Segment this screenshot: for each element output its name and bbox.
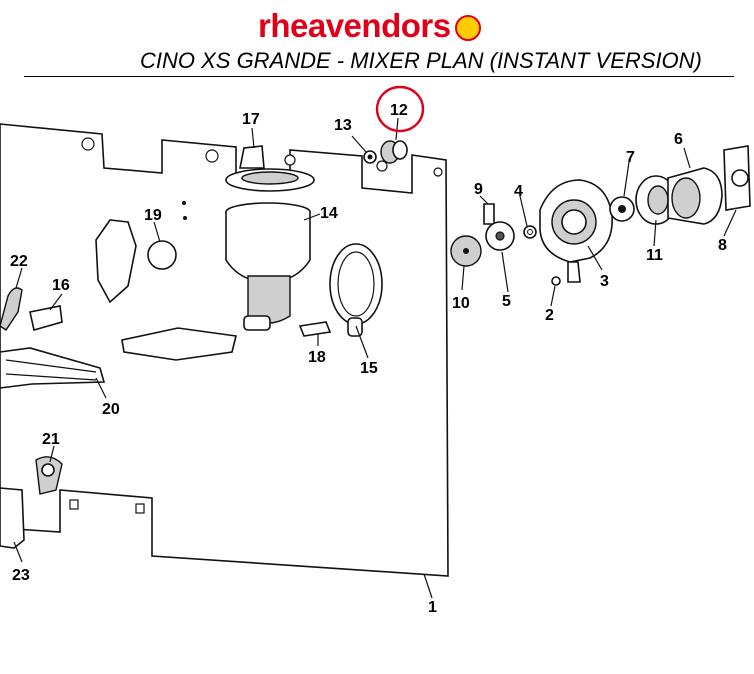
drip-tray: [121, 327, 237, 361]
part-label-9: 9: [474, 181, 483, 198]
part-4-o-ring: [523, 225, 537, 239]
part-14-mixing-bowl: [225, 202, 311, 331]
part-label-16: 16: [52, 277, 70, 294]
brand-dot-icon: [454, 15, 481, 41]
part-2-screw: [551, 276, 561, 286]
part-12-fitting: [380, 140, 408, 164]
title-underline: [24, 76, 734, 77]
part-20-manifold: [0, 347, 106, 389]
part-label-18: 18: [308, 349, 326, 366]
part-label-11: 11: [646, 247, 663, 264]
part-6-motor: [667, 167, 723, 225]
part-label-22: 22: [10, 253, 28, 270]
part-label-6: 6: [674, 131, 683, 148]
part-label-12: 12: [390, 102, 408, 119]
part-5-seal: [485, 221, 515, 251]
part-label-5: 5: [502, 293, 511, 310]
part-label-group: 1 2 3 4 5 6 7 8 9 10 11 12 13 14 15 16 1…: [10, 102, 727, 616]
part-16-pipe: [29, 305, 63, 332]
part-7-washer: [609, 196, 635, 222]
part-label-15: 15: [360, 360, 378, 377]
part-label-20: 20: [102, 401, 120, 418]
part-10-impeller: [450, 235, 482, 267]
brand-name: rheavendors: [258, 7, 451, 44]
part-3-mixer-housing: [539, 179, 613, 283]
plate-mounting-holes: [69, 137, 443, 514]
part-label-19: 19: [144, 207, 162, 224]
part-8-bracket: [723, 145, 751, 211]
part-19-bracket: [95, 201, 187, 304]
part-21-valve: [35, 456, 63, 495]
part-label-17: 17: [242, 111, 260, 128]
part-18-nozzle: [298, 321, 332, 337]
leader-lines: [13, 117, 737, 599]
part-label-21: 21: [42, 431, 60, 448]
part-22-elbow: [0, 287, 23, 331]
part-9-pin: [483, 203, 495, 225]
part-label-13: 13: [334, 117, 352, 134]
brand-logo: rheavendors: [258, 4, 481, 48]
part-label-7: 7: [626, 149, 635, 166]
part-label-14: 14: [320, 205, 338, 222]
part-label-4: 4: [514, 183, 523, 200]
part-label-1: 1: [428, 599, 437, 616]
part-13-washer: [363, 150, 377, 164]
highlight-circle: [375, 85, 425, 133]
part-15-collar: [329, 243, 383, 337]
part-17-lid: [225, 145, 315, 192]
part-label-23: 23: [12, 567, 30, 584]
part-label-3: 3: [600, 273, 609, 290]
part-23-bracket: [0, 487, 25, 549]
part-label-8: 8: [718, 237, 727, 254]
part-label-10: 10: [452, 295, 470, 312]
part-11-flange: [635, 175, 677, 225]
part-label-2: 2: [545, 307, 554, 324]
page-title: CINO XS GRANDE - MIXER PLAN (INSTANT VER…: [140, 48, 702, 73]
